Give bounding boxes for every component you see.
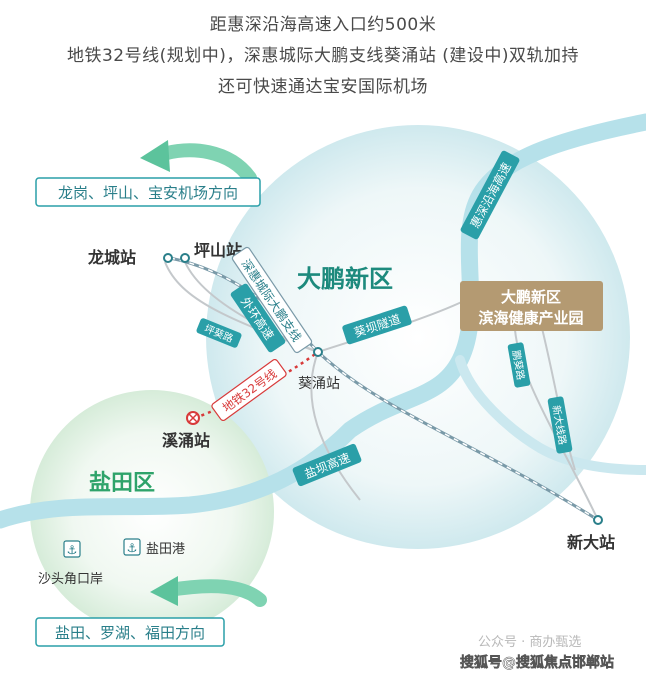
district-dapeng: 大鹏新区 xyxy=(297,265,393,293)
station-pingshan-label: 坪山站 xyxy=(194,241,242,260)
park-box xyxy=(460,281,603,331)
station-longcheng-marker xyxy=(163,253,173,263)
direction-label-north-west: 龙岗、坪山、宝安机场方向 xyxy=(58,184,238,202)
arrow-north-west-icon xyxy=(140,140,257,185)
watermark-footer: 搜狐号@搜狐焦点邯郸站 xyxy=(460,654,614,671)
station-kuiyong: 葵涌站 xyxy=(298,347,340,392)
station-xinda-label: 新大站 xyxy=(567,533,615,552)
station-xinda-marker xyxy=(593,515,603,525)
station-xiyong-label: 溪涌站 xyxy=(162,431,210,450)
port-yantian: ⚓ 盐田港 xyxy=(123,538,185,557)
tag-road-b: 新大线路 xyxy=(547,396,573,454)
header-text: 距惠深沿海高速入口约500米 地铁32号线(规划中)，深惠城际大鹏支线葵涌站 (… xyxy=(0,0,646,103)
station-xiyong: 溪涌站 xyxy=(162,411,210,450)
arrow-south-west-icon xyxy=(150,576,267,607)
header-line-1: 距惠深沿海高速入口约500米 xyxy=(209,15,437,35)
header-line-3: 还可快速通达宝安国际机场 xyxy=(218,77,428,97)
park-box-line-2: 滨海健康产业园 xyxy=(478,309,583,327)
station-xinda: 新大站 xyxy=(567,515,615,552)
direction-box-north-west xyxy=(35,177,261,207)
anchor-icon xyxy=(63,540,81,558)
station-kuiyong-marker xyxy=(313,347,323,357)
district-yantian: 盐田区 xyxy=(89,471,155,496)
port-yantian-label: 盐田港 xyxy=(146,542,185,557)
svg-text:⚓: ⚓ xyxy=(127,541,138,555)
direction-box-south-west xyxy=(35,617,225,647)
shenhui-intercity-rail xyxy=(169,256,599,522)
park-box-line-1: 大鹏新区 xyxy=(501,288,561,306)
station-pingshan-marker xyxy=(180,253,190,263)
station-pingshan: 坪山站 xyxy=(180,241,242,263)
station-longcheng-label: 龙城站 xyxy=(87,248,136,267)
header-line-2: 地铁32号线(规划中)，深惠城际大鹏支线葵涌站 (建设中)双轨加持 xyxy=(66,46,580,66)
direction-label-south-west: 盐田、罗湖、福田方向 xyxy=(55,624,205,642)
station-longcheng: 龙城站 xyxy=(87,248,173,267)
port-shatoujiao-label: 沙头角口岸 xyxy=(38,572,103,587)
coastal-branch xyxy=(455,355,646,475)
tag-road-a: 鹏葵路 xyxy=(507,342,531,388)
station-kuiyong-label: 葵涌站 xyxy=(298,376,340,392)
anchor-icon xyxy=(123,538,141,556)
port-shatoujiao: ⚓ 沙头角口岸 xyxy=(38,540,103,587)
svg-text:⚓: ⚓ xyxy=(67,543,78,557)
watermark-account: 公众号 · 商办甄选 xyxy=(478,635,581,650)
